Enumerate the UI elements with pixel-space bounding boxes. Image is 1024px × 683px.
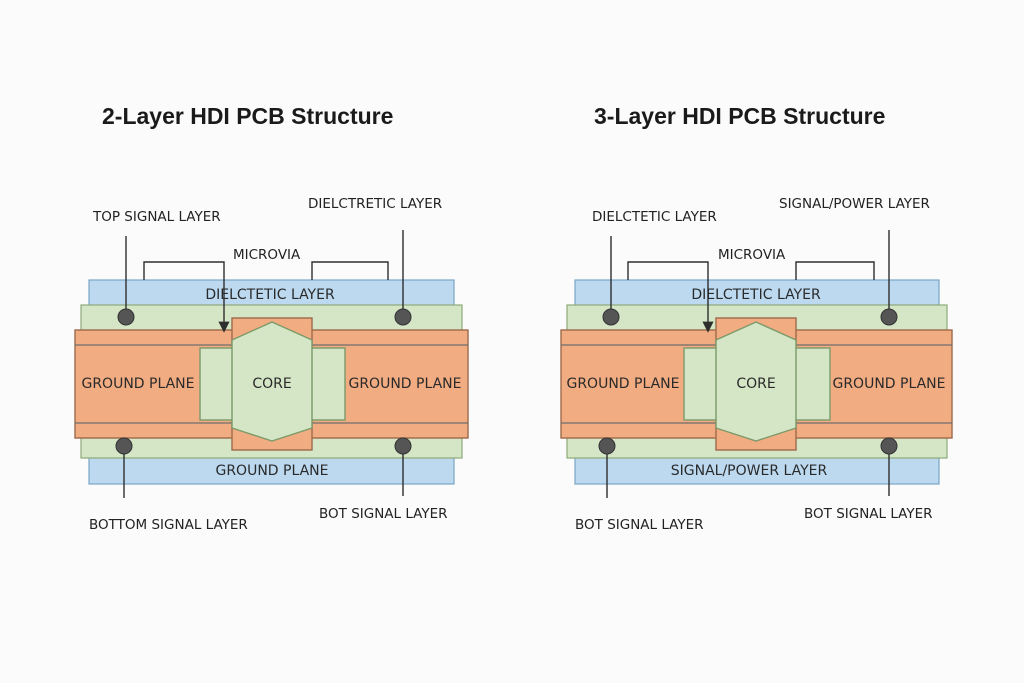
- via-dot: [117, 308, 135, 326]
- bottom-left-label: BOT SIGNAL LAYER: [575, 517, 704, 533]
- diagram-2-layer: 2-Layer HDI PCB Structure TOP SIGNAL LAY…: [74, 103, 469, 533]
- bottom-right-label: BOT SIGNAL LAYER: [804, 506, 933, 522]
- diagram-3-layer: 3-Layer HDI PCB Structure DIELCTETIC LAY…: [560, 103, 953, 533]
- left-plane-label: GROUND PLANE: [566, 376, 679, 392]
- microvia-bracket: [795, 261, 875, 280]
- right-plane-label: GROUND PLANE: [348, 376, 461, 392]
- core-label: CORE: [252, 376, 291, 392]
- microvia-bracket: [143, 261, 230, 333]
- top-right-label: DIELCTRETIC LAYER: [308, 196, 442, 212]
- top-band-label: DIELCTETIC LAYER: [691, 287, 821, 303]
- core-hexagon: [231, 321, 313, 442]
- via-dot: [880, 437, 898, 455]
- top-left-label: TOP SIGNAL LAYER: [92, 209, 221, 225]
- bottom-band-label: GROUND PLANE: [215, 463, 328, 479]
- diagram-title: 2-Layer HDI PCB Structure: [102, 103, 393, 129]
- via-dot: [394, 308, 412, 326]
- microvia-label: MICROVIA: [233, 247, 301, 263]
- top-dielectric-band: [88, 279, 455, 309]
- bottom-right-label: BOT SIGNAL LAYER: [319, 506, 448, 522]
- bottom-dielectric-band: [88, 455, 455, 485]
- bottom-dielectric-band: [574, 455, 940, 485]
- diagram-title: 3-Layer HDI PCB Structure: [594, 103, 885, 129]
- top-band-label: DIELCTETIC LAYER: [205, 287, 335, 303]
- left-plane-label: GROUND PLANE: [81, 376, 194, 392]
- via-dot: [115, 437, 133, 455]
- right-plane-label: GROUND PLANE: [832, 376, 945, 392]
- microvia-bracket: [627, 261, 714, 333]
- via-dot: [394, 437, 412, 455]
- via-dot: [598, 437, 616, 455]
- top-right-label: SIGNAL/POWER LAYER: [779, 196, 930, 212]
- top-dielectric-band: [574, 279, 940, 309]
- bottom-left-label: BOTTOM SIGNAL LAYER: [89, 517, 248, 533]
- bottom-band-label: SIGNAL/POWER LAYER: [671, 463, 828, 479]
- core-hexagon: [715, 321, 797, 442]
- top-left-label: DIELCTETIC LAYER: [592, 209, 717, 225]
- via-dot: [602, 308, 620, 326]
- microvia-label: MICROVIA: [718, 247, 786, 263]
- core-label: CORE: [736, 376, 775, 392]
- via-dot: [880, 308, 898, 326]
- microvia-bracket: [311, 261, 389, 280]
